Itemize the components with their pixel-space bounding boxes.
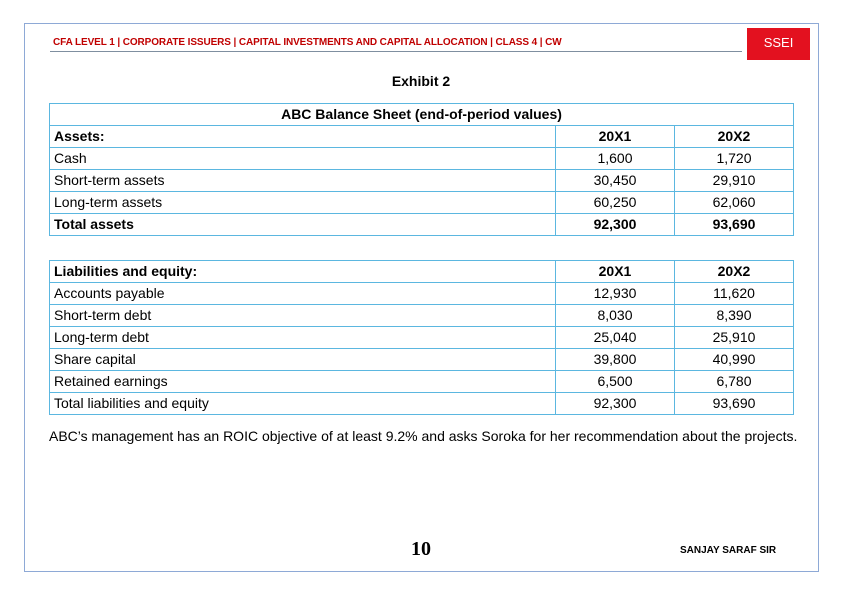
cell: 6,780 <box>674 370 794 393</box>
cell: 6,500 <box>555 370 675 393</box>
cell: 1,720 <box>674 147 794 170</box>
row-label: Share capital <box>49 348 556 371</box>
cell: 92,300 <box>555 213 675 236</box>
page-number: 10 <box>411 538 431 560</box>
cell: 8,030 <box>555 304 675 327</box>
cell: 92,300 <box>555 392 675 415</box>
cell: 30,450 <box>555 169 675 192</box>
cell: 60,250 <box>555 191 675 214</box>
footer-author: SANJAY SARAF SIR <box>680 545 777 556</box>
header-cell: 20X2 <box>674 260 794 283</box>
row-label: Short-term debt <box>49 304 556 327</box>
cell: 93,690 <box>674 392 794 415</box>
row-label: Cash <box>49 147 556 170</box>
cell: 39,800 <box>555 348 675 371</box>
cell: 25,910 <box>674 326 794 349</box>
cell: 8,390 <box>674 304 794 327</box>
row-label: Retained earnings <box>49 370 556 393</box>
cell: 93,690 <box>674 213 794 236</box>
cell: 11,620 <box>674 282 794 305</box>
header-cell: 20X1 <box>555 125 675 148</box>
header-title: CFA LEVEL 1 | CORPORATE ISSUERS | CAPITA… <box>53 37 562 48</box>
cell: 62,060 <box>674 191 794 214</box>
table-title: ABC Balance Sheet (end-of-period values) <box>49 103 794 126</box>
header-cell: Liabilities and equity: <box>49 260 556 283</box>
row-label: Total assets <box>49 213 556 236</box>
cell: 29,910 <box>674 169 794 192</box>
row-label: Accounts payable <box>49 282 556 305</box>
cell: 1,600 <box>555 147 675 170</box>
row-label: Total liabilities and equity <box>49 392 556 415</box>
ssei-logo: SSEI <box>747 28 810 60</box>
header-cell: 20X2 <box>674 125 794 148</box>
header-cell: Assets: <box>49 125 556 148</box>
row-label: Long-term debt <box>49 326 556 349</box>
header-cell: 20X1 <box>555 260 675 283</box>
assets-table: ABC Balance Sheet (end-of-period values)… <box>49 103 794 236</box>
body-paragraph: ABC’s management has an ROIC objective o… <box>49 428 798 444</box>
page-border <box>24 23 819 572</box>
exhibit-title: Exhibit 2 <box>391 73 451 89</box>
row-label: Long-term assets <box>49 191 556 214</box>
row-label: Short-term assets <box>49 169 556 192</box>
cell: 12,930 <box>555 282 675 305</box>
header-divider <box>50 51 742 52</box>
cell: 40,990 <box>674 348 794 371</box>
cell: 25,040 <box>555 326 675 349</box>
